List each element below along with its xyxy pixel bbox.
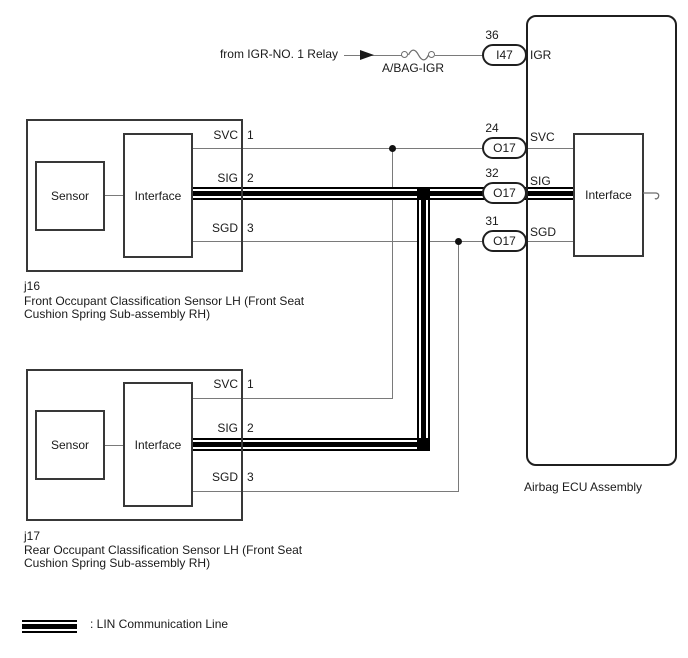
wire-svc-into-ecu bbox=[524, 148, 573, 149]
connector-o17-sig-label: O17 bbox=[493, 186, 516, 200]
relay-source-label: from IGR-NO. 1 Relay bbox=[219, 47, 338, 61]
j16-sensor-interface-link bbox=[105, 195, 123, 196]
fuse-label: A/BAG-IGR bbox=[381, 61, 444, 75]
wire-j16-svc bbox=[193, 148, 482, 149]
wire-j17-sgd bbox=[193, 491, 459, 492]
lin-line-into-ecu bbox=[524, 187, 573, 200]
ecu-interface-label: Interface bbox=[585, 188, 632, 202]
j17-terminal-sig: SIG bbox=[217, 421, 238, 435]
connector-i47: I47 bbox=[482, 44, 527, 66]
j17-terminal-sgd: SGD bbox=[211, 470, 238, 484]
wire-svc-branch-vertical bbox=[392, 148, 393, 399]
junction-dot-sgd bbox=[455, 238, 462, 245]
j17-pin-3: 3 bbox=[247, 470, 254, 484]
ecu-label: Airbag ECU Assembly bbox=[524, 480, 643, 494]
pin-number-32: 32 bbox=[485, 166, 499, 180]
power-flow-arrow-icon bbox=[360, 50, 374, 60]
fuse-terminal-circle-right bbox=[428, 51, 435, 58]
j16-interface-box: Interface bbox=[123, 133, 193, 258]
igr-wire-right bbox=[435, 55, 482, 56]
j16-terminal-sgd: SGD bbox=[211, 221, 238, 235]
connector-o17-sig: O17 bbox=[482, 182, 527, 204]
j17-caption-line2: Cushion Spring Sub-assembly RH) bbox=[24, 556, 211, 570]
legend-lin-swatch bbox=[22, 620, 77, 633]
ecu-continuation-hook-icon bbox=[643, 192, 660, 200]
j16-caption-line1: Front Occupant Classification Sensor LH … bbox=[24, 294, 305, 308]
j16-block-box bbox=[26, 119, 243, 272]
j16-pin-1: 1 bbox=[247, 128, 254, 142]
ecu-interface-box: Interface bbox=[573, 133, 644, 257]
j17-terminal-svc: SVC bbox=[213, 377, 238, 391]
j16-terminal-svc: SVC bbox=[213, 128, 238, 142]
wire-j16-sgd bbox=[193, 241, 482, 242]
pin-number-24: 24 bbox=[485, 121, 499, 135]
lin-line-branch-vertical bbox=[417, 187, 430, 451]
j16-pin-3: 3 bbox=[247, 221, 254, 235]
junction-dot-svc bbox=[389, 145, 396, 152]
j17-sensor-interface-link bbox=[105, 445, 123, 446]
j17-sensor-label: Sensor bbox=[50, 438, 90, 452]
j17-interface-box: Interface bbox=[123, 382, 193, 507]
connector-o17-sgd-label: O17 bbox=[493, 234, 516, 248]
airbag-ecu-box bbox=[526, 15, 677, 466]
fuse-squiggle-icon bbox=[407, 49, 430, 61]
connector-o17-svc-label: O17 bbox=[493, 141, 516, 155]
connector-i47-label: I47 bbox=[496, 48, 513, 62]
ecu-terminal-svc: SVC bbox=[530, 130, 555, 144]
lin-corner-junction bbox=[417, 438, 430, 451]
legend-label: : LIN Communication Line bbox=[90, 617, 229, 631]
j17-pin-1: 1 bbox=[247, 377, 254, 391]
j16-sensor-box: Sensor bbox=[35, 161, 105, 231]
lin-line-j17-sig bbox=[193, 438, 430, 451]
pin-number-31: 31 bbox=[485, 214, 499, 228]
lin-tee-junction bbox=[417, 187, 430, 200]
j16-sensor-label: Sensor bbox=[50, 189, 90, 203]
wire-sgd-branch-vertical bbox=[458, 241, 459, 492]
j16-interface-label: Interface bbox=[134, 188, 182, 203]
fuse-terminal-circle-left bbox=[401, 51, 408, 58]
wire-j17-svc bbox=[193, 398, 393, 399]
ecu-terminal-sig: SIG bbox=[530, 174, 551, 188]
j17-interface-label: Interface bbox=[134, 437, 182, 452]
j17-sensor-box: Sensor bbox=[35, 410, 105, 480]
j16-terminal-sig: SIG bbox=[217, 171, 238, 185]
j17-caption-line1: Rear Occupant Classification Sensor LH (… bbox=[24, 543, 303, 557]
j16-caption-line2: Cushion Spring Sub-assembly RH) bbox=[24, 307, 211, 321]
j17-pin-2: 2 bbox=[247, 421, 254, 435]
ecu-terminal-sgd: SGD bbox=[530, 225, 557, 239]
connector-o17-sgd: O17 bbox=[482, 230, 527, 252]
j16-pin-2: 2 bbox=[247, 171, 254, 185]
j17-id: j17 bbox=[24, 529, 41, 543]
lin-line-j16-sig bbox=[193, 187, 524, 200]
j16-id: j16 bbox=[24, 279, 41, 293]
wire-sgd-into-ecu bbox=[524, 241, 573, 242]
connector-o17-svc: O17 bbox=[482, 137, 527, 159]
j17-block-box bbox=[26, 369, 243, 521]
pin-number-36: 36 bbox=[485, 28, 499, 42]
ecu-terminal-igr: IGR bbox=[530, 48, 552, 62]
